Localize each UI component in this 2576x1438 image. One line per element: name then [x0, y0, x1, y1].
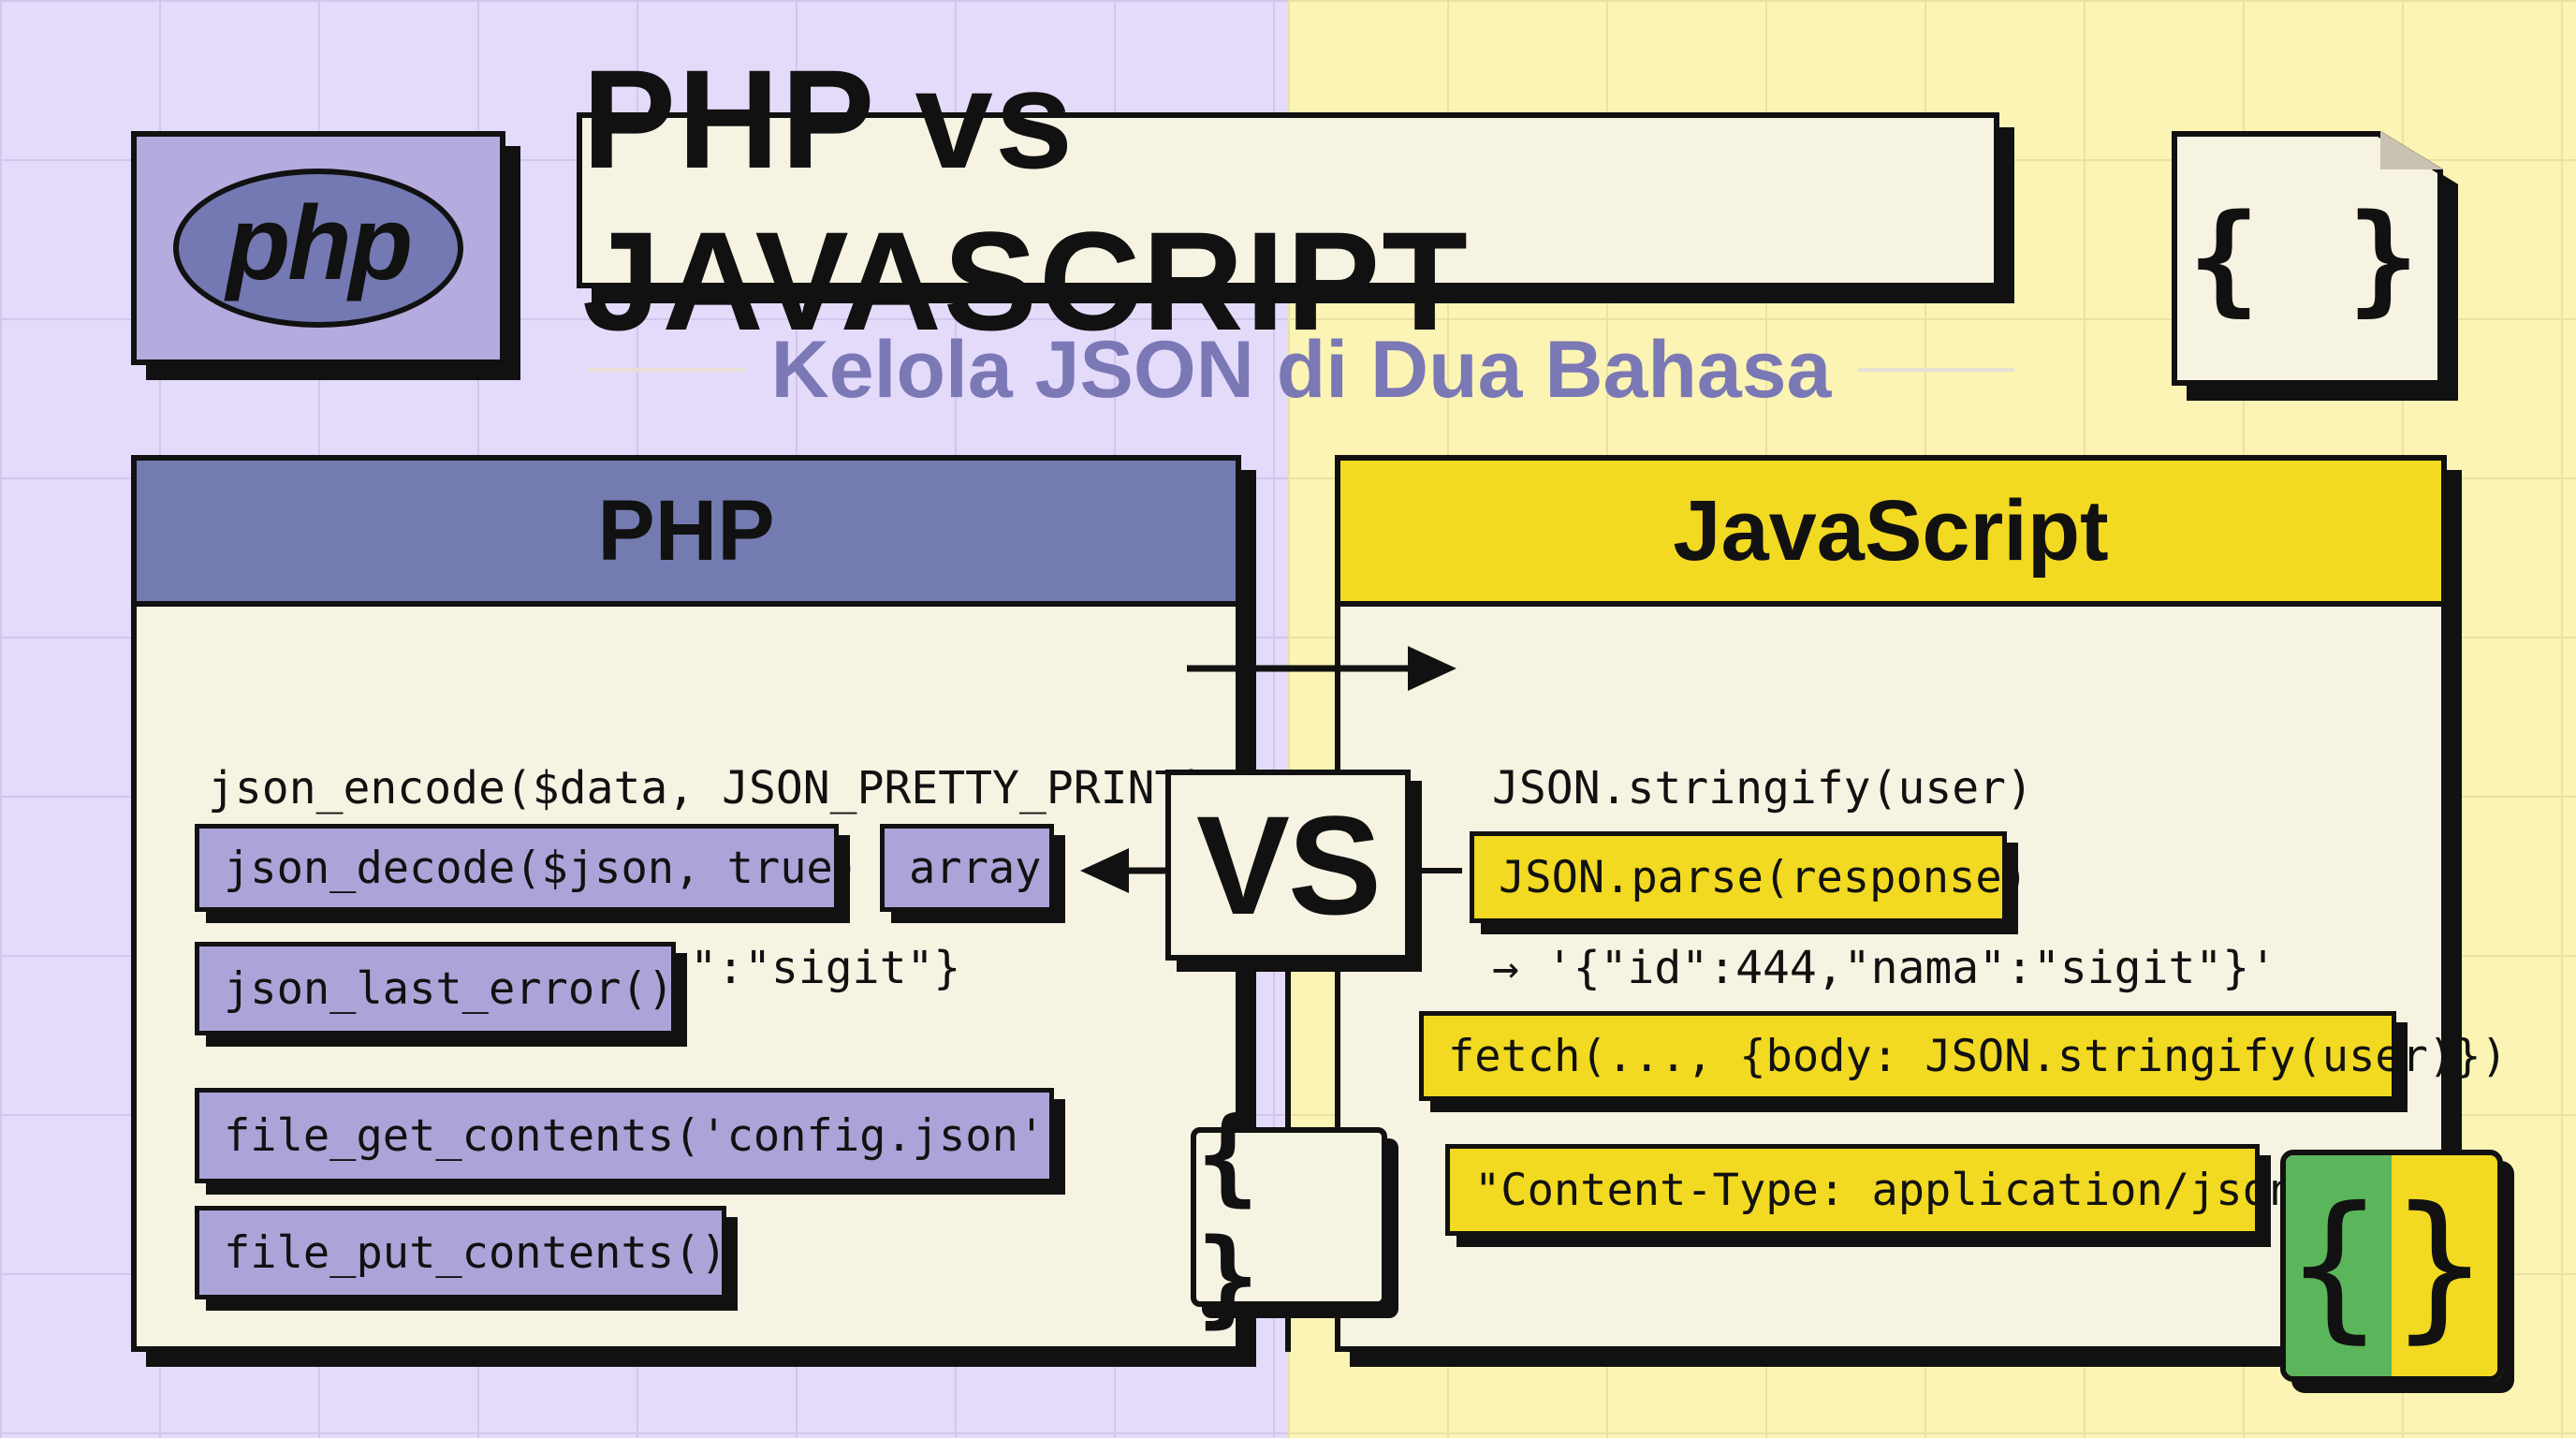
vs-badge: VS — [1165, 770, 1411, 961]
php-decode-chip: json_decode($json, true) — [195, 824, 859, 912]
vs-label: VS — [1195, 785, 1382, 944]
subtitle-row: Kelola JSON di Dua Bahasa — [562, 318, 2041, 421]
js-panel-heading: JavaScript — [1340, 461, 2441, 607]
decode-arrow-head — [1080, 848, 1129, 893]
json-icon-green-half — [2286, 1155, 2392, 1376]
doc-braces: { } — [2188, 188, 2427, 329]
title-banner: PHP vs JAVASCRIPT — [577, 40, 1999, 360]
php-put-contents-chip: file_put_contents() — [195, 1206, 727, 1299]
json-document-icon: { } — [2172, 131, 2458, 401]
subtitle-line-right — [1857, 368, 2015, 372]
php-array-chip: array — [880, 824, 1054, 912]
js-parse-chip: JSON.parse(response) — [1470, 831, 2028, 923]
php-encode-line1: json_encode($data, JSON_PRETTY_PRINT) — [208, 762, 1209, 814]
json-braces-icon: {} — [2280, 1150, 2503, 1382]
page-title: PHP vs JAVASCRIPT — [582, 40, 1470, 360]
encode-arrow-head — [1408, 646, 1456, 691]
php-logo-text: php — [226, 183, 413, 301]
js-content-type-chip: "Content-Type: application/json" — [1445, 1144, 2321, 1236]
braces-icon-text: { } — [1196, 1095, 1264, 1339]
js-stringify-line1: JSON.stringify(user) — [1492, 762, 2033, 814]
braces-icon: { } — [1191, 1095, 1387, 1339]
subtitle-line-left — [588, 368, 745, 372]
subtitle: Kelola JSON di Dua Bahasa — [770, 324, 1832, 415]
php-panel-heading: PHP — [137, 461, 1236, 607]
php-last-error-chip: json_last_error() — [195, 942, 676, 1035]
js-stringify-line2: → '{"id":444,"nama":"sigit"}' — [1492, 942, 2277, 994]
php-get-contents-chip: file_get_contents('config.json') — [195, 1088, 1071, 1183]
php-logo: php — [131, 131, 505, 365]
json-icon-yellow-half — [2392, 1155, 2497, 1376]
doc-body: { } — [2177, 137, 2437, 380]
js-stringify-code: JSON.stringify(user) → '{"id":444,"nama"… — [1492, 638, 2276, 1058]
json-icon-braces: {} — [2286, 1173, 2497, 1358]
php-logo-oval: php — [173, 169, 463, 328]
js-fetch-chip: fetch(..., {body: JSON.stringify(user)}) — [1419, 1011, 2508, 1101]
